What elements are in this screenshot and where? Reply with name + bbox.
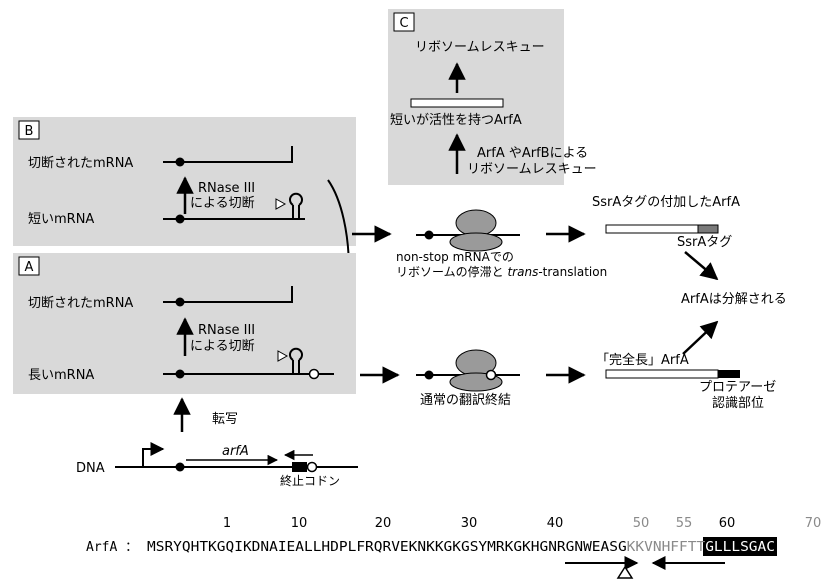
ssra-tag-label: SsrAタグ (677, 235, 732, 250)
nonstop-text-line1: non-stop mRNAでの (396, 250, 514, 264)
panel-c-rescue-line1: ArfA やArfBによる (477, 146, 588, 161)
ssra-arfa-body (606, 225, 698, 233)
normal-termination-label: 通常の翻訳終結 (420, 392, 511, 408)
nonstop-ribosome-small-icon (450, 233, 502, 251)
tick-60: 60 (719, 516, 736, 531)
full-length-label: 「完全長」ArfA (596, 352, 689, 368)
panel-b-mrna-label: 短いmRNA (28, 212, 94, 227)
short-arfa-bar (411, 99, 503, 107)
dna-label: DNA (76, 461, 105, 476)
panel-b-rnase-line2: による切断 (190, 196, 255, 211)
sequence-gray: KKVNHFFTT (627, 540, 706, 555)
panel-a-mrna-label: 長いmRNA (28, 368, 94, 383)
ssra-title: SsrAタグの付加したArfA (592, 195, 740, 210)
dna-stop-marker (308, 463, 317, 472)
panel-a-rnase-line1: RNase III (198, 323, 255, 338)
tick-50: 50 (633, 516, 650, 531)
nonstop-text-line2: リボソームの停滞と trans-translation (396, 264, 607, 279)
dna-start-marker (176, 463, 185, 472)
tick-1: 1 (223, 516, 231, 531)
panel-b-cut-mrna-label: 切断されたmRNA (28, 156, 133, 171)
tick-55: 55 (676, 516, 693, 531)
tick-10: 10 (291, 516, 308, 531)
panel-b-cut-mrna-cap (176, 158, 185, 167)
degradation-label: ArfAは分解される (681, 292, 787, 307)
full-arfa-body (606, 370, 718, 378)
panel-c-top-text: リボソームレスキュー (415, 40, 545, 55)
protease-site-segment (718, 370, 740, 378)
panel-a-cut-mrna-cap (176, 298, 185, 307)
panel-a-mrna-cap (176, 370, 185, 379)
tick-20: 20 (375, 516, 392, 531)
sequence-highlight: GLLLSGAC (705, 540, 775, 555)
arrow-full-to-degradation (683, 322, 717, 354)
sequence-label: ArfA ： (86, 540, 138, 555)
stop-codon-label: 終止コドン (280, 473, 340, 488)
panel-a-cut-mrna-label: 切断されたmRNA (28, 296, 133, 311)
cleavage-triangle-icon (618, 567, 632, 578)
nonstop-ribosome-large-icon (456, 210, 496, 236)
arrow-ssra-to-degradation (685, 252, 717, 279)
panel-a-rnase-line2: による切断 (190, 339, 255, 354)
tick-70: 70 (805, 516, 822, 531)
sequence-ticks: 1 10 20 30 40 50 55 60 70 (223, 516, 821, 531)
normal-stop-codon-marker (487, 371, 496, 380)
panel-c-rescue-line2: リボソームレスキュー (467, 162, 597, 177)
stop-codon-box (292, 462, 307, 472)
panel-b-label: B (25, 124, 34, 139)
panel-a-stop-codon-marker (310, 370, 319, 379)
tick-30: 30 (461, 516, 478, 531)
gene-label: arfA (222, 444, 249, 459)
panel-b-mrna-cap (176, 215, 185, 224)
sequence-line: MSRYQHTKGQIKDNAIEALLHDPLFRQRVEKNKKGKGSYM… (147, 540, 775, 555)
normal-mrna-cap (425, 371, 434, 380)
promoter-icon (143, 449, 163, 467)
panel-b-rnase-line1: RNase III (198, 181, 255, 196)
nonstop-mrna-cap (425, 231, 434, 240)
tick-40: 40 (547, 516, 564, 531)
protease-label-line1: プロテアーゼ (699, 380, 776, 395)
sequence-main: MSRYQHTKGQIKDNAIEALLHDPLFRQRVEKNKKGKGSYM… (147, 540, 627, 555)
transcription-label: 転写 (212, 412, 238, 427)
panel-c-middle-text: 短いが活性を持つArfA (390, 113, 522, 128)
ssra-tag-segment (698, 225, 718, 233)
protease-label-line2: 認識部位 (712, 395, 764, 411)
panel-c-label: C (399, 16, 408, 31)
panel-a-label: A (25, 260, 34, 275)
